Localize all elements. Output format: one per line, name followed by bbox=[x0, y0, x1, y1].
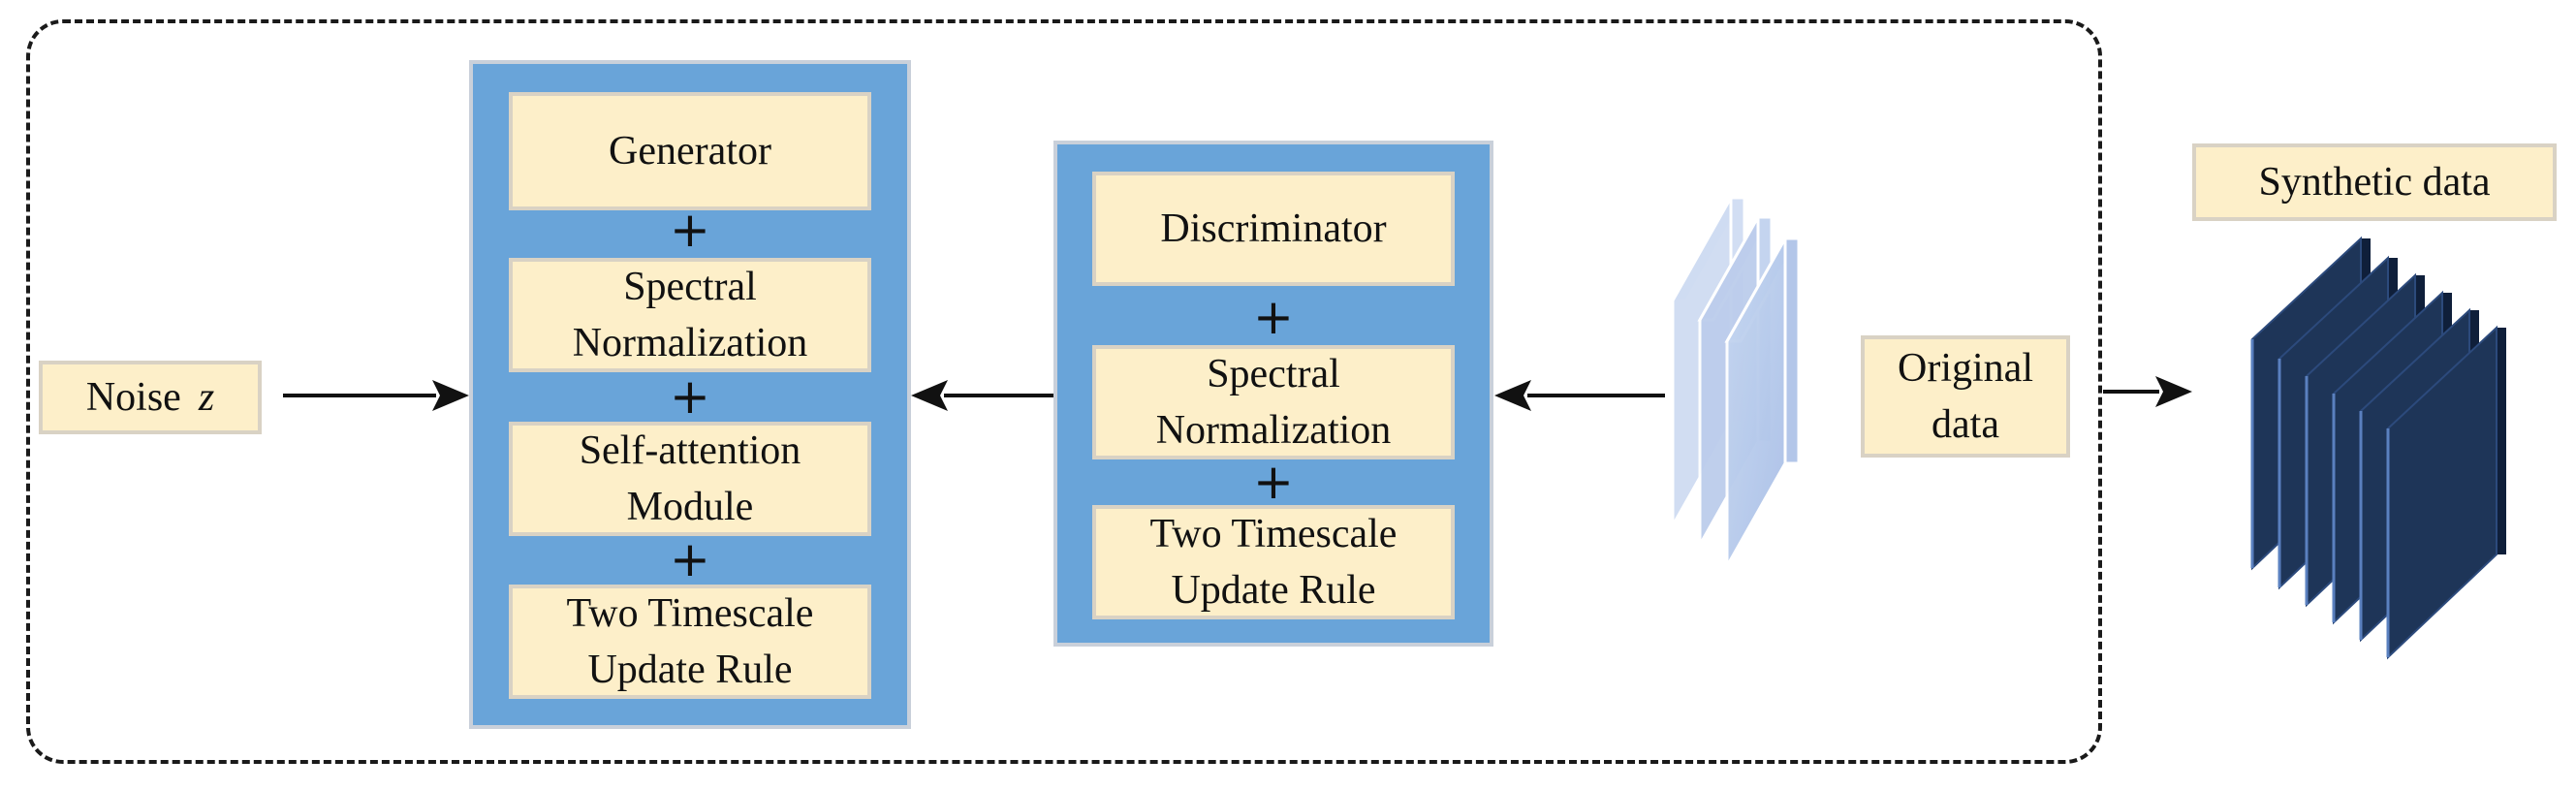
synthetic-data-stack bbox=[2250, 236, 2506, 660]
discriminator-ttur-box: Two Timescale Update Rule bbox=[1092, 505, 1455, 619]
discriminator-to-generator-arrow bbox=[911, 380, 1053, 411]
original-to-discriminator-arrow bbox=[1494, 380, 1665, 411]
original-data-stack bbox=[1670, 192, 1802, 572]
discriminator-spectral-normalization-box: Spectral Normalization bbox=[1092, 345, 1455, 459]
synthetic-data-label: Synthetic data bbox=[2192, 143, 2557, 221]
original-data-layer bbox=[1724, 233, 1802, 572]
generator-ttur-box: Two Timescale Update Rule bbox=[509, 585, 871, 699]
to-synthetic-arrow bbox=[2103, 376, 2192, 407]
noise-to-generator-arrow bbox=[283, 380, 469, 411]
generator-spectral-normalization-box: Spectral Normalization bbox=[509, 258, 871, 372]
original-data-label: Original data bbox=[1861, 335, 2070, 458]
discriminator-plus-2: + bbox=[1253, 454, 1294, 510]
noise-variable: z bbox=[198, 375, 215, 420]
generator-plus-1: + bbox=[670, 202, 710, 258]
discriminator-plus-1: + bbox=[1253, 289, 1294, 345]
discriminator-box: Discriminator bbox=[1092, 172, 1455, 286]
noise-label: Noise bbox=[85, 375, 181, 420]
generator-plus-2: + bbox=[670, 368, 710, 425]
generator-box: Generator bbox=[509, 92, 871, 210]
generator-plus-3: + bbox=[670, 531, 710, 587]
synthetic-data-layer bbox=[2386, 325, 2506, 660]
self-attention-module-box: Self-attention Module bbox=[509, 422, 871, 536]
gan-dashed-frame bbox=[26, 19, 2102, 764]
